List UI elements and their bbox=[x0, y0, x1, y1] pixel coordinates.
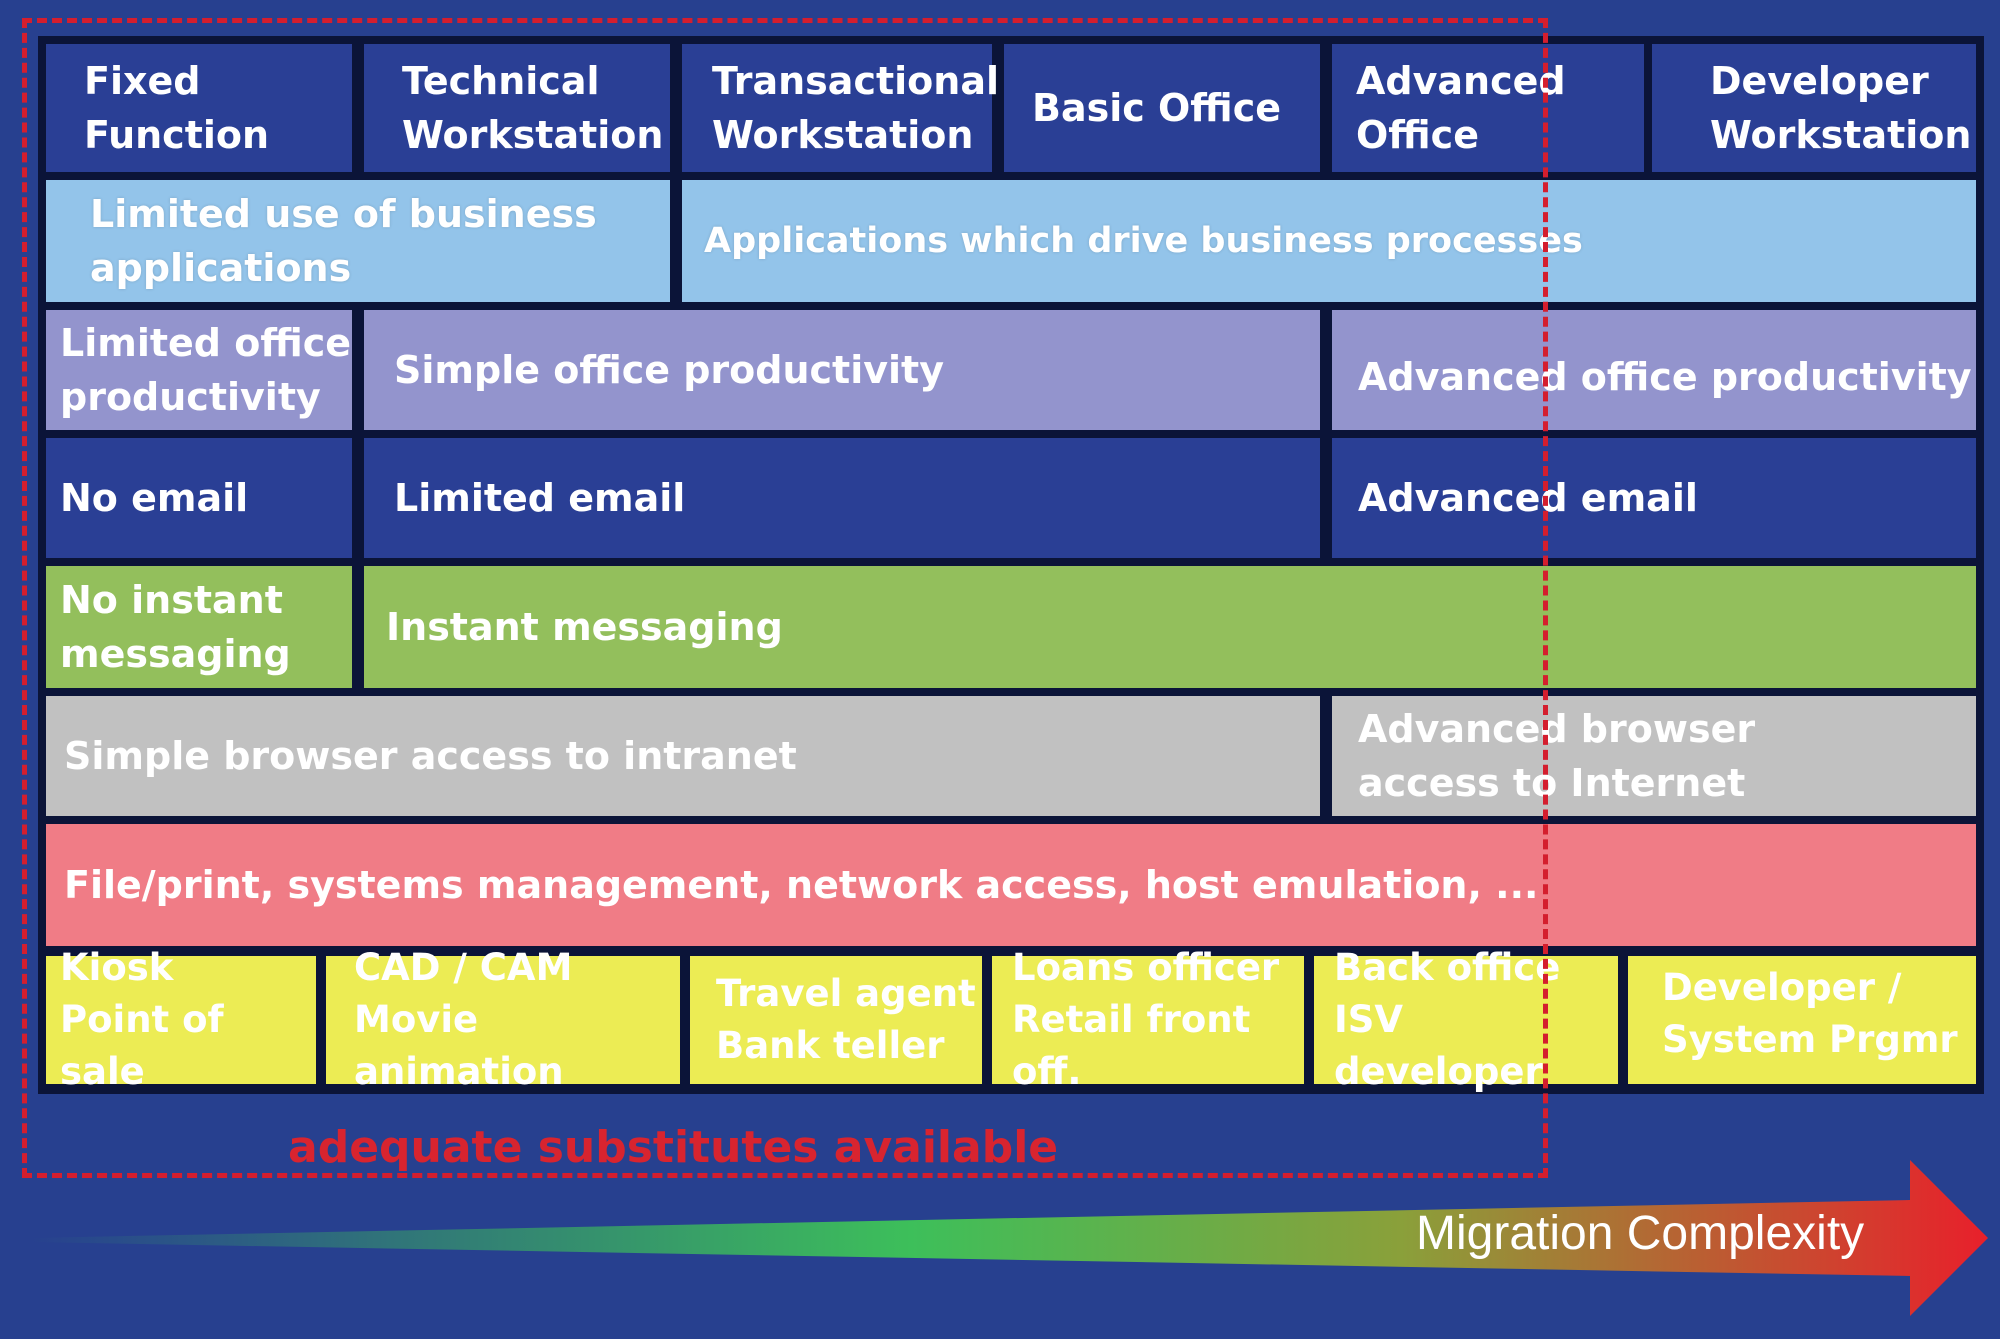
cell-simple-browser-access: Simple browser access to intranet bbox=[46, 696, 1320, 816]
cell-advanced-office-productivity: Advanced office productivity bbox=[1332, 310, 1976, 430]
cell-advanced-browser-access: Advanced browser access to Internet bbox=[1332, 696, 1976, 816]
header-basic-office: Basic Office bbox=[1004, 44, 1320, 172]
header-advanced-office: Advanced Office bbox=[1332, 44, 1652, 172]
substitutes-label: adequate substitutes available bbox=[288, 1122, 1059, 1173]
cell-no-email: No email bbox=[46, 438, 352, 558]
cell-limited-business-apps: Limited use of business applications bbox=[46, 180, 670, 302]
cell-simple-office-productivity: Simple office productivity bbox=[364, 310, 1320, 430]
migration-complexity-arrow bbox=[30, 1160, 1988, 1316]
migration-complexity-label: Migration Complexity bbox=[1416, 1207, 1865, 1260]
header-developer-workstation: Developer Workstation bbox=[1652, 44, 1976, 172]
cell-instant-messaging: Instant messaging bbox=[364, 566, 1976, 688]
header-transactional-workstation: Transactional Workstation bbox=[682, 44, 999, 172]
desktop-segment-grid: Fixed Function Technical Workstation Tra… bbox=[38, 36, 1984, 1094]
cell-example-travel-agent: Travel agent Bank teller bbox=[690, 956, 982, 1084]
arrow-shape bbox=[30, 1160, 1988, 1316]
cell-no-instant-messaging: No instant messaging bbox=[46, 566, 352, 688]
header-technical-workstation: Technical Workstation bbox=[364, 44, 670, 172]
substitutes-dashed-boundary bbox=[22, 18, 1548, 1178]
cell-advanced-email: Advanced email bbox=[1332, 438, 1976, 558]
cell-example-developer: Developer / System Prgmr bbox=[1628, 956, 1976, 1084]
header-fixed-function: Fixed Function bbox=[46, 44, 352, 172]
cell-business-process-apps: Applications which drive business proces… bbox=[682, 180, 1976, 302]
cell-limited-office-productivity: Limited office productivity bbox=[46, 310, 352, 430]
cell-limited-email: Limited email bbox=[364, 438, 1320, 558]
cell-infrastructure-services: File/print, systems management, network … bbox=[46, 824, 1976, 946]
